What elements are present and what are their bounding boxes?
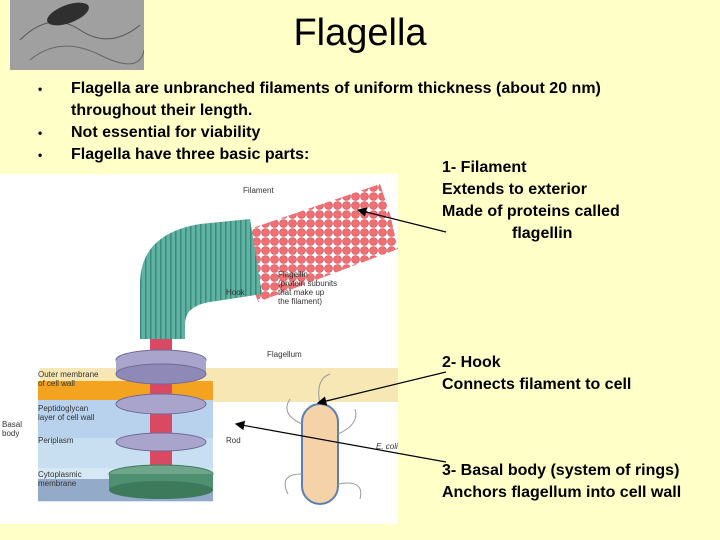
label-peptidoglycan: Peptidoglycan layer of cell wall xyxy=(38,404,95,422)
bullet-dot: • xyxy=(38,82,43,96)
arrow-hook xyxy=(316,371,447,406)
bullet-dot: • xyxy=(38,126,43,140)
bullet-dot: • xyxy=(38,148,43,162)
bullet-list: •Flagella are unbranched filaments of un… xyxy=(38,78,678,166)
bullet-item: •Flagella have three basic parts: xyxy=(38,144,678,166)
label-hook: Hook xyxy=(226,288,245,297)
label-cytoplasmic-membrane: Cytoplasmic membrane xyxy=(38,470,82,488)
note-hook: 2- Hook Connects filament to cell xyxy=(442,354,632,393)
arrow-basal-body xyxy=(234,420,447,463)
label-basal-body: Basal body xyxy=(2,420,23,438)
flagellum-diagram: Filament Flagellin (protein subunits tha… xyxy=(0,174,398,524)
label-flagellum: Flagellum xyxy=(267,350,302,359)
label-periplasm: Periplasm xyxy=(38,436,74,445)
bullet-item: •Not essential for viability xyxy=(38,122,678,144)
note-filament: 1- Filament Extends to exterior Made of … xyxy=(442,159,620,242)
label-rod: Rod xyxy=(226,436,241,445)
arrow-filament xyxy=(356,207,447,233)
note-basal-body: 3- Basal body (system of rings) Anchors … xyxy=(442,462,682,501)
slide-title: Flagella xyxy=(293,12,427,54)
label-filament: Filament xyxy=(243,186,274,195)
flagellum-structure-drawing xyxy=(38,184,398,505)
label-outer-membrane: Outer membrane of cell wall xyxy=(38,370,99,388)
bullet-item: •Flagella are unbranched filaments of un… xyxy=(38,80,601,119)
label-flagellin: Flagellin (protein subunits that make up… xyxy=(278,270,338,306)
label-ecoli: E. coli xyxy=(376,442,398,451)
bacterium-photo xyxy=(10,0,144,70)
